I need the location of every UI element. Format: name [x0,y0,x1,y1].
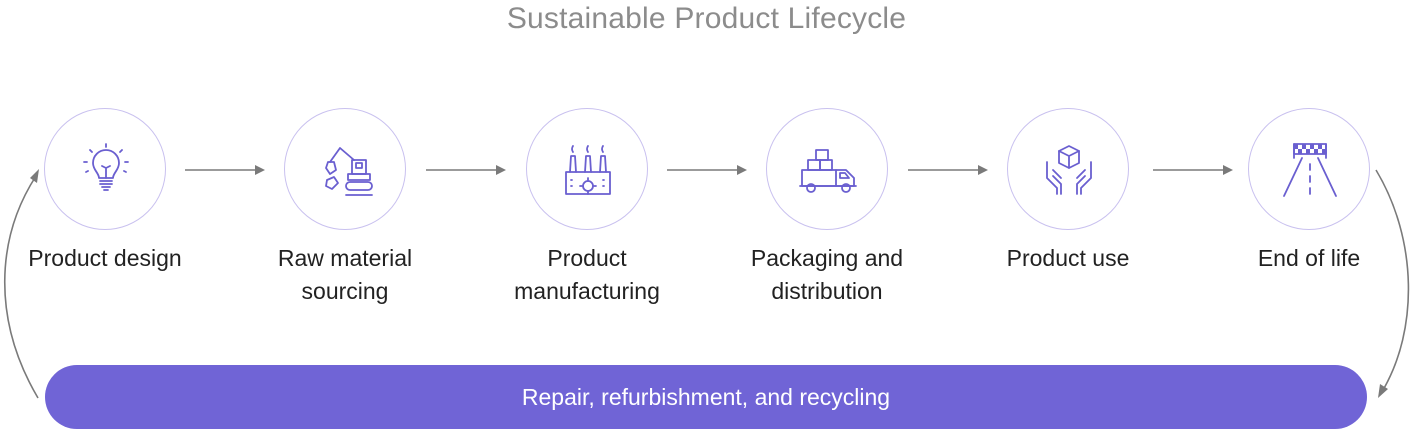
stage-product-use: Product use [968,108,1168,275]
hands-holding-box-icon [1046,145,1092,195]
stage-circle [1248,108,1370,230]
return-arrow-left [3,175,39,399]
stage-raw-material-sourcing: Raw material sourcing [245,108,445,308]
arrow-2-to-3 [426,163,506,177]
stage-product-manufacturing: Product manufacturing [487,108,687,308]
finish-line-road-icon [1283,143,1337,197]
stage-label: End of life [1257,245,1361,271]
stage-packaging-and-distribution: Packaging and distribution [727,108,927,308]
stage-label: Packaging and distribution [750,245,904,304]
stage-label: Raw material sourcing [277,245,413,304]
stage-label: Product manufacturing [514,245,660,304]
arrow-5-to-6 [1153,163,1233,177]
return-arrow-right [1375,169,1410,391]
excavator-icon [325,147,373,196]
stage-circle [44,108,166,230]
stage-circle [284,108,406,230]
diagram-title: Sustainable Product Lifecycle [506,2,907,35]
stage-circle [526,108,648,230]
arrow-1-to-2 [185,163,265,177]
stage-product-design: Product design [5,108,205,275]
stage-label: Product use [1006,245,1130,271]
lightbulb-icon [83,143,129,191]
delivery-truck-icon [799,149,857,193]
return-arrow-right-head [1378,384,1388,398]
loop-label: Repair, refurbishment, and recycling [521,383,891,410]
stage-circle [766,108,888,230]
arrow-3-to-4 [667,163,747,177]
loop-bar: Repair, refurbishment, and recycling [45,365,1367,429]
stage-circle [1007,108,1129,230]
stage-end-of-life: End of life [1209,108,1409,275]
factory-icon [565,145,611,195]
arrow-4-to-5 [908,163,988,177]
return-arrow-left-head [30,169,39,183]
stage-label: Product design [28,245,182,271]
